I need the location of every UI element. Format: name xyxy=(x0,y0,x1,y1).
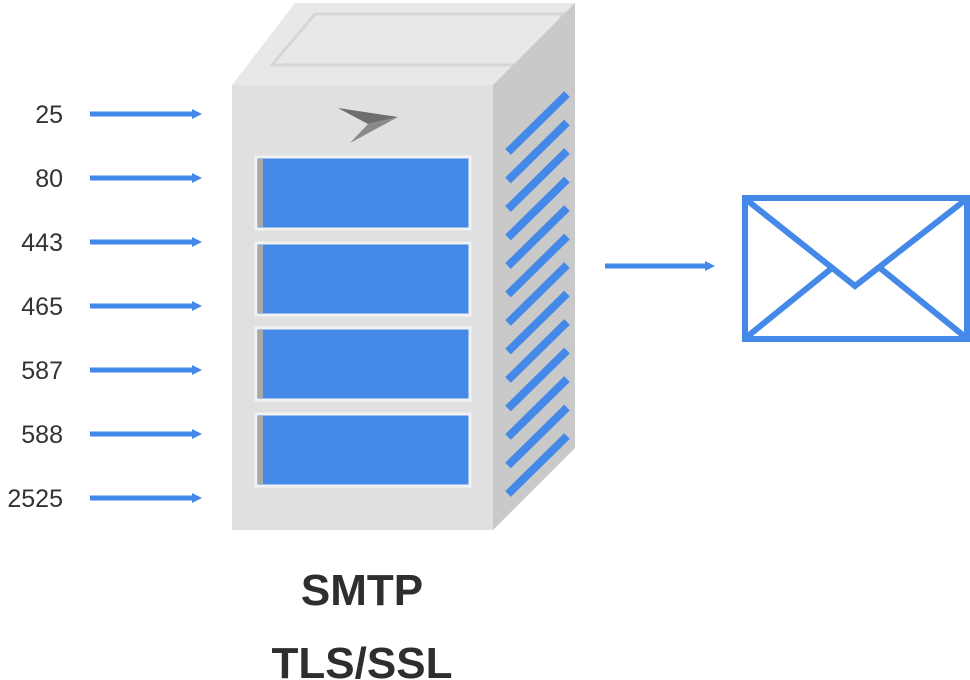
server-drive-bays xyxy=(254,155,472,488)
protocol-caption: SMTP xyxy=(301,566,423,615)
drive-bay xyxy=(254,326,472,402)
drive-bay xyxy=(254,241,472,317)
port-label: 25 xyxy=(35,101,63,129)
port-label: 587 xyxy=(21,357,63,385)
drive-bay-shade xyxy=(258,416,263,484)
server-vent xyxy=(505,290,570,355)
server-vents xyxy=(505,91,570,497)
port-label: 465 xyxy=(21,293,63,321)
server-vent xyxy=(505,433,570,497)
server-vent xyxy=(505,91,570,155)
server-vent xyxy=(505,233,570,298)
drive-bay xyxy=(254,155,472,231)
server-vent xyxy=(505,404,570,469)
server-vent xyxy=(505,319,570,383)
paper-plane-icon xyxy=(338,108,398,143)
server-vent xyxy=(505,148,570,212)
drive-bay xyxy=(254,412,472,488)
server-vent xyxy=(505,347,570,412)
server-icon xyxy=(232,3,575,530)
port-label: 588 xyxy=(21,421,63,449)
envelope-icon xyxy=(742,195,970,342)
server-vent xyxy=(505,262,570,326)
drive-bay-shade xyxy=(258,159,263,227)
port-label: 2525 xyxy=(7,485,63,513)
server-vent xyxy=(505,119,570,184)
server-vent xyxy=(505,176,570,241)
drive-bay-shade xyxy=(258,245,263,313)
drive-bay-shade xyxy=(258,330,263,398)
security-caption: TLS/SSL xyxy=(272,639,453,680)
server-top-panel xyxy=(268,12,566,67)
port-list: 25 80 443 465 587 588 2525 xyxy=(7,101,202,513)
server-vent xyxy=(505,205,570,269)
server-vent xyxy=(505,376,570,440)
port-label: 443 xyxy=(21,229,63,257)
port-label: 80 xyxy=(35,165,63,193)
